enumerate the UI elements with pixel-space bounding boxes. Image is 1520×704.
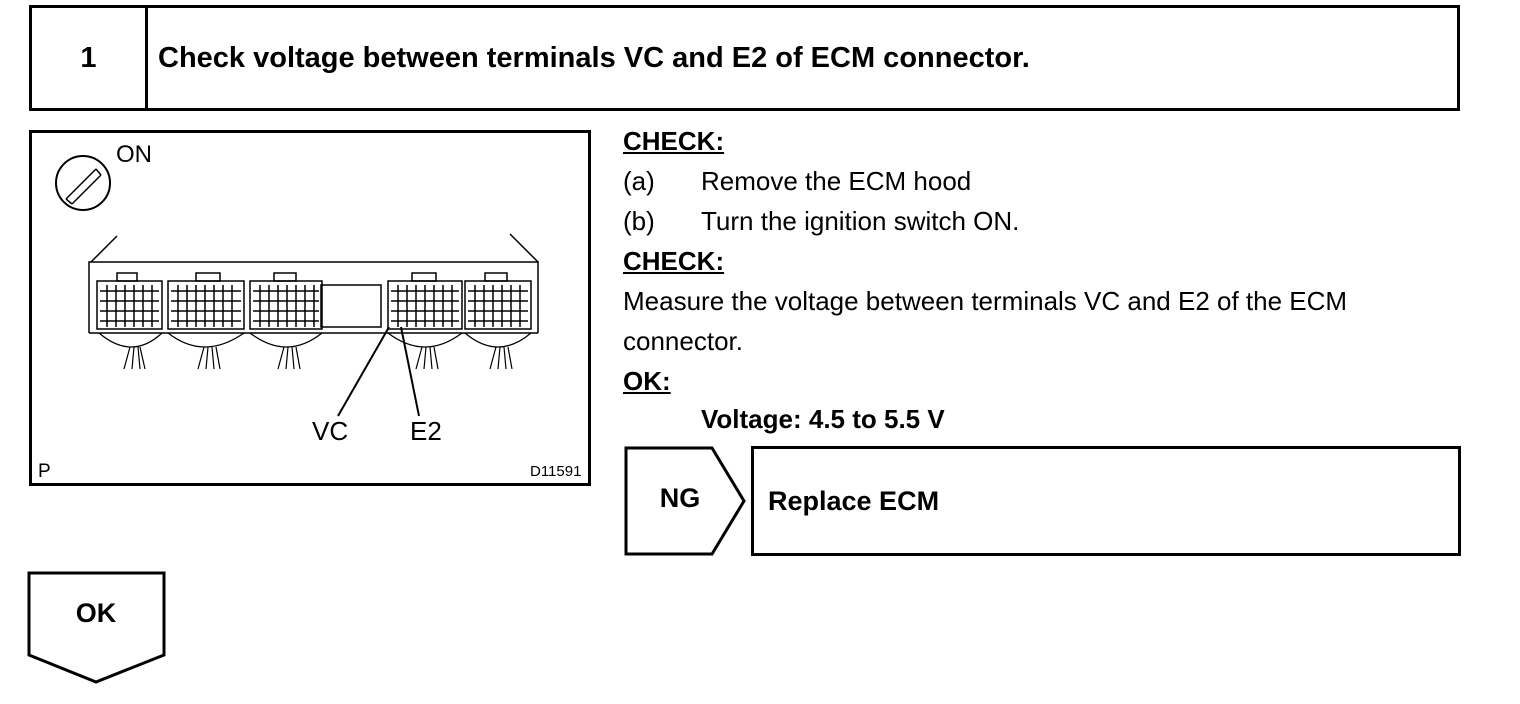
check-heading: CHECK: bbox=[623, 246, 725, 276]
step-header: 1 Check voltage between terminals VC and… bbox=[29, 5, 1460, 111]
check-text-line2: connector. bbox=[623, 326, 743, 356]
terminal-e2-label: E2 bbox=[410, 416, 442, 446]
check-text-line1: Measure the voltage between terminals VC… bbox=[623, 286, 1348, 316]
ng-action-text: Replace ECM bbox=[768, 485, 940, 516]
connector-block-4 bbox=[387, 272, 463, 330]
e2-leader-line bbox=[400, 326, 420, 417]
connector-block-1 bbox=[96, 272, 163, 330]
prep-step-marker: (a) bbox=[623, 166, 655, 196]
figure-corner-label: P bbox=[38, 461, 51, 482]
ok-spec: Voltage: 4.5 to 5.5 V bbox=[701, 404, 945, 434]
ok-heading: OK: bbox=[623, 366, 671, 396]
ng-arrow-shape bbox=[624, 446, 746, 556]
prep-heading: CHECK: bbox=[623, 126, 725, 156]
terminal-vc-label: VC bbox=[312, 416, 349, 446]
ok-arrow-shape bbox=[27, 571, 166, 684]
figure-id: D11591 bbox=[530, 463, 582, 480]
ecm-connector-figure: ON VC E2 P D11591 bbox=[29, 130, 591, 486]
wire-harness bbox=[98, 332, 532, 370]
ecm-label-plate bbox=[320, 284, 382, 328]
prep-step-text: Turn the ignition switch ON. bbox=[701, 206, 1020, 236]
connector-block-3 bbox=[249, 272, 323, 330]
prep-step-marker: (b) bbox=[623, 206, 655, 236]
prep-step-text: Remove the ECM hood bbox=[701, 166, 972, 196]
ng-result-box: Replace ECM bbox=[751, 446, 1461, 556]
ok-label: OK bbox=[75, 598, 117, 628]
ng-label: NG bbox=[659, 483, 701, 513]
connector-block-2 bbox=[167, 272, 245, 330]
step-title: Check voltage between terminals VC and E… bbox=[158, 41, 1030, 74]
ignition-key-icon bbox=[55, 155, 111, 211]
ecm-connector-drawing bbox=[55, 155, 539, 417]
ignition-on-label: ON bbox=[116, 141, 152, 168]
vc-leader-line bbox=[337, 326, 390, 417]
connector-block-5 bbox=[464, 272, 532, 330]
step-number: 1 bbox=[32, 8, 148, 108]
